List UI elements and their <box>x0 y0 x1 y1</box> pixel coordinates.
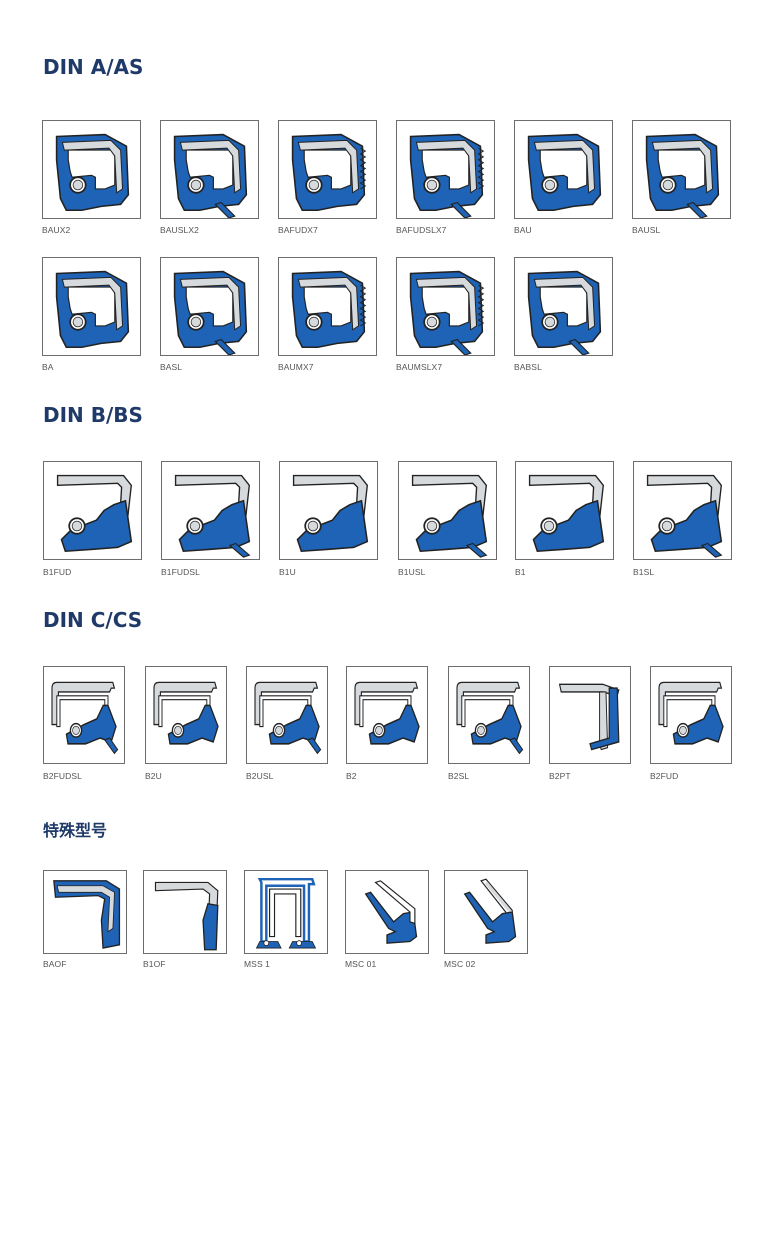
section-heading-din-a: DIN A/AS <box>43 55 144 79</box>
seal-type-label: B2SL <box>448 771 470 781</box>
seal-type-label: BASL <box>160 362 183 372</box>
seal-profile-frame <box>398 461 497 560</box>
seal-type-label: B1SL <box>633 567 655 577</box>
seal-type-label: MSC 02 <box>444 959 476 969</box>
seal-type-label: BAUX2 <box>42 225 71 235</box>
seal-profile-frame <box>515 461 614 560</box>
seal-profile-frame <box>346 666 428 764</box>
seal-type-label: BA <box>42 362 54 372</box>
seal-type-label: B1FUD <box>43 567 72 577</box>
seal-type-label: B2PT <box>549 771 571 781</box>
seal-profile-icon <box>154 881 219 951</box>
section-heading-special: 特殊型号 <box>43 821 108 840</box>
seal-profile-icon <box>174 474 251 558</box>
seal-profile-frame <box>43 461 142 560</box>
seal-profile-frame <box>279 461 378 560</box>
seal-profile-frame <box>396 120 495 219</box>
seal-type-label: B1U <box>279 567 296 577</box>
seal-profile-frame <box>633 461 732 560</box>
seal-type-label: B1OF <box>143 959 166 969</box>
seal-profile-frame <box>160 120 259 219</box>
seal-profile-icon <box>354 681 420 745</box>
seal-profile-icon <box>528 474 605 553</box>
seal-type-label: BAFUDX7 <box>278 225 318 235</box>
seal-type-label: B1USL <box>398 567 426 577</box>
seal-profile-frame <box>161 461 260 560</box>
seal-type-label: B1 <box>515 567 526 577</box>
seal-profile-icon <box>254 681 322 755</box>
seal-type-label: BAUSL <box>632 225 661 235</box>
seal-profile-frame <box>42 120 141 219</box>
seal-type-label: B2FUD <box>650 771 679 781</box>
seal-profile-frame <box>43 666 125 764</box>
seal-profile-frame <box>244 870 328 954</box>
seal-profile-icon <box>292 474 369 553</box>
seal-type-label: B2 <box>346 771 357 781</box>
seal-profile-icon <box>411 474 488 558</box>
seal-profile-icon <box>173 133 248 218</box>
seal-profile-icon <box>255 877 317 949</box>
seal-profile-icon <box>456 681 524 755</box>
seal-profile-icon <box>646 474 723 558</box>
seal-profile-frame <box>160 257 259 356</box>
seal-type-label: BABSL <box>514 362 542 372</box>
seal-profile-icon <box>364 880 418 944</box>
seal-type-label: BAUMX7 <box>278 362 314 372</box>
seal-profile-frame <box>145 666 227 764</box>
seal-profile-icon <box>527 270 602 355</box>
seal-type-label: BAUSLX2 <box>160 225 199 235</box>
seal-profile-icon <box>291 133 367 212</box>
seal-profile-icon <box>53 880 121 949</box>
seal-type-label: B2U <box>145 771 162 781</box>
seal-profile-icon <box>409 133 485 218</box>
seal-profile-frame <box>278 257 377 356</box>
seal-profile-frame <box>42 257 141 356</box>
seal-profile-icon <box>645 133 720 218</box>
seal-profile-frame <box>444 870 528 954</box>
seal-type-label: MSS 1 <box>244 959 271 969</box>
seal-profile-icon <box>409 270 485 355</box>
seal-profile-icon <box>51 681 119 755</box>
seal-profile-icon <box>153 681 219 745</box>
seal-profile-frame <box>514 120 613 219</box>
seal-profile-icon <box>463 878 517 944</box>
seal-profile-frame <box>278 120 377 219</box>
seal-profile-icon <box>55 133 130 212</box>
seal-profile-frame <box>632 120 731 219</box>
seal-profile-icon <box>658 681 724 745</box>
seal-profile-icon <box>558 683 620 751</box>
seal-type-label: B2FUDSL <box>43 771 82 781</box>
seal-profile-frame <box>43 870 127 954</box>
seal-profile-frame <box>396 257 495 356</box>
seal-type-label: BAOF <box>43 959 67 969</box>
seal-profile-frame <box>246 666 328 764</box>
seal-type-label: B1FUDSL <box>161 567 200 577</box>
section-heading-din-b: DIN B/BS <box>43 403 143 427</box>
seal-profile-frame <box>650 666 732 764</box>
seal-profile-icon <box>527 133 602 212</box>
seal-type-label: BAUMSLX7 <box>396 362 443 372</box>
seal-profile-icon <box>56 474 133 553</box>
seal-profile-frame <box>448 666 530 764</box>
seal-profile-frame <box>549 666 631 764</box>
seal-type-label: B2USL <box>246 771 274 781</box>
section-heading-din-c: DIN C/CS <box>43 608 143 632</box>
seal-type-label: MSC 01 <box>345 959 377 969</box>
seal-profile-icon <box>291 270 367 349</box>
seal-profile-frame <box>345 870 429 954</box>
seal-profile-frame <box>143 870 227 954</box>
seal-type-label: BAU <box>514 225 532 235</box>
seal-profile-frame <box>514 257 613 356</box>
seal-type-label: BAFUDSLX7 <box>396 225 447 235</box>
seal-profile-icon <box>55 270 130 349</box>
seal-profile-icon <box>173 270 248 355</box>
